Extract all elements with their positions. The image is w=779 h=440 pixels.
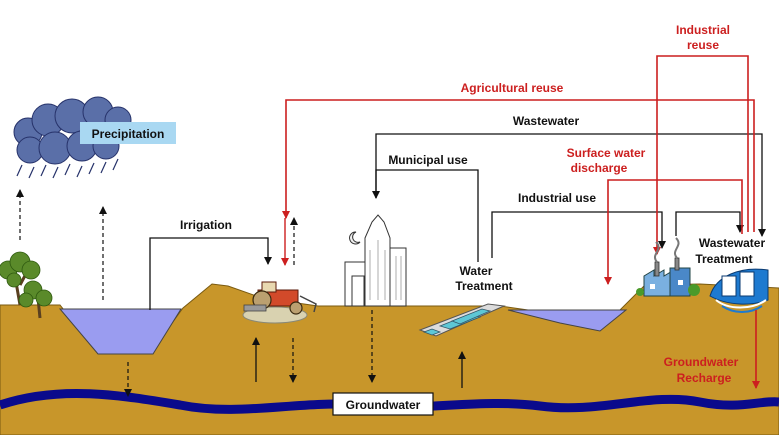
industrial-reuse-label-line1: Industrial: [676, 23, 730, 37]
water-treatment-label-line2: Treatment: [455, 279, 512, 293]
industrial-use-flow: [491, 211, 666, 258]
wastewater-flow: [375, 133, 766, 237]
tractor-icon: [242, 281, 317, 324]
irrigation-flow: [149, 237, 272, 310]
surface-water-discharge-label-line2: discharge: [571, 161, 628, 175]
groundwater-recharge-label-line1: Groundwater: [664, 355, 739, 369]
wastewater-treatment-plant-icon: [709, 268, 769, 313]
factory-icon: [636, 237, 700, 297]
industrial-reuse-label-line2: reuse: [687, 38, 719, 52]
factory-wastewater-flow: [675, 211, 744, 236]
precipitation-label: Precipitation: [92, 127, 165, 141]
tree-icon: [0, 251, 53, 319]
lake-right: [507, 309, 628, 332]
groundwater-label: Groundwater: [346, 398, 421, 412]
industrial-reuse-flow: [653, 55, 749, 255]
wastewater-treatment-label-line2: Treatment: [695, 252, 752, 266]
industrial-use-label: Industrial use: [518, 191, 596, 205]
water-treatment-label-line1: Water: [460, 264, 493, 278]
precipitation-label-box: [80, 122, 176, 144]
lake-left: [58, 308, 182, 355]
surface-water-discharge-label-line1: Surface water: [567, 146, 646, 160]
irrigation-label: Irrigation: [180, 218, 232, 232]
agricultural-reuse-flow: [282, 99, 755, 232]
groundwater-label-box: [332, 392, 434, 416]
groundwater-recharge-label-line2: Recharge: [677, 371, 732, 385]
agricultural-reuse-label: Agricultural reuse: [461, 81, 564, 95]
surface-water-discharge-flow: [604, 179, 743, 285]
wastewater-treatment-label-line1: Wastewater: [699, 236, 766, 250]
municipal-use-label: Municipal use: [388, 153, 468, 167]
wastewater-label: Wastewater: [513, 114, 580, 128]
city-skyline-icon: [344, 214, 407, 307]
water-treatment-plant-icon: [418, 303, 506, 337]
